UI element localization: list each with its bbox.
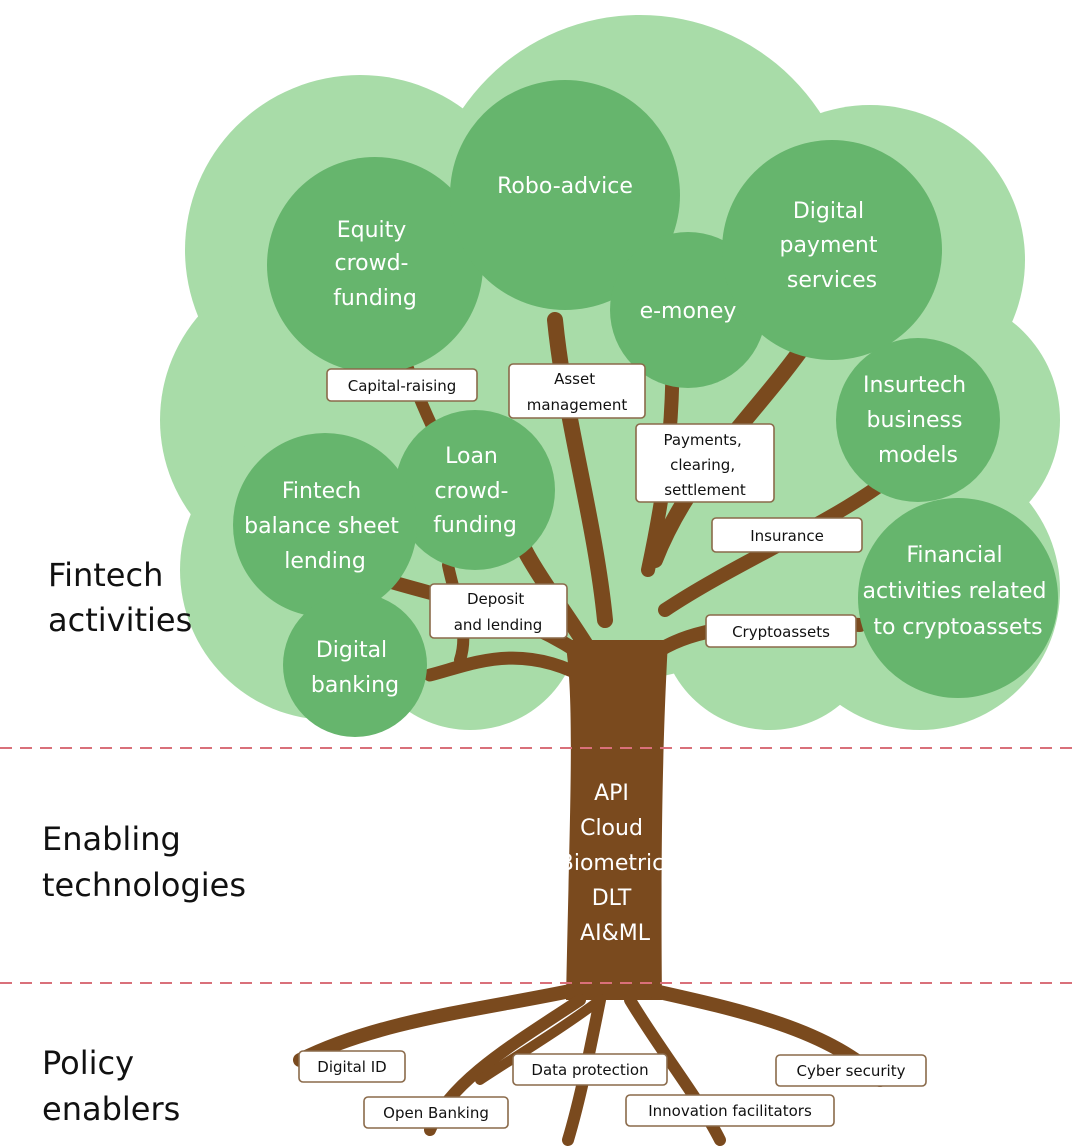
- svg-text:Cyber security: Cyber security: [797, 1062, 906, 1080]
- svg-text:Payments, clearing,: Payments, clearing, settlement: [663, 431, 746, 499]
- section-label-fintech-activities: Fintech activities: [48, 556, 192, 639]
- bubble-insurtech-business-models: Insurtech business models: [863, 373, 973, 468]
- tag-cryptoassets: Cryptoassets: [705, 614, 857, 648]
- bubble-equity-crowdfunding-circle: [267, 157, 483, 373]
- bubble-loan-crowdfunding: Loan crowd- funding: [433, 444, 517, 538]
- bubble-financial-activities-cryptoassets: Financial activities related to cryptoas…: [863, 543, 1054, 640]
- activity-bubbles: [233, 80, 1058, 737]
- tag-capital-raising: Capital-raising: [326, 368, 478, 402]
- bubble-robo-advice-circle: [450, 80, 680, 310]
- svg-text:Data protection: Data protection: [531, 1061, 648, 1079]
- bubble-digital-banking: Digital banking: [311, 638, 399, 698]
- svg-text:Digital ID: Digital ID: [317, 1058, 386, 1076]
- bubble-loan-crowdfunding-circle: [395, 410, 555, 570]
- bubble-financial-cryptoassets-circle: [858, 498, 1058, 698]
- svg-text:Innovation facilitators: Innovation facilitators: [648, 1102, 812, 1120]
- tag-insurance: Insurance: [711, 517, 863, 553]
- bubble-digital-payment-services: Digital payment services: [779, 199, 884, 293]
- tag-payments-clearing-settlement: Payments, clearing, settlement: [635, 423, 775, 503]
- tag-deposit-and-lending: Deposit and lending: [429, 583, 568, 639]
- tag-asset-management: Asset management: [508, 363, 646, 419]
- bubble-insurtech-circle: [836, 338, 1000, 502]
- svg-text:Open Banking: Open Banking: [383, 1104, 489, 1122]
- bubble-equity-crowdfunding: Equity crowd- funding: [333, 218, 417, 311]
- policy-tag-digital-id: Digital ID: [298, 1050, 406, 1083]
- svg-text:Asset management: Asset management: [527, 370, 628, 414]
- bubble-fintech-balance-sheet-lending: Fintech balance sheet lending: [244, 479, 406, 574]
- bubble-e-money: e-money: [640, 299, 737, 324]
- bubble-digital-banking-circle: [283, 593, 427, 737]
- section-label-policy-enablers: Policy enablers: [42, 1044, 180, 1128]
- bubble-fintech-balance-sheet-lending-circle: [233, 433, 417, 617]
- policy-tag-cyber-security: Cyber security: [775, 1054, 927, 1087]
- svg-text:Capital-raising: Capital-raising: [348, 377, 457, 395]
- svg-text:Deposit and lending: Deposit and lending: [454, 590, 543, 634]
- technology-list: API Cloud Biometric DLT AI&ML: [559, 781, 672, 946]
- svg-text:Insurance: Insurance: [750, 527, 824, 545]
- policy-tag-open-banking: Open Banking: [363, 1096, 509, 1129]
- section-label-enabling-technologies: Enabling technologies: [42, 820, 246, 904]
- bubble-digital-payment-services-circle: [722, 140, 942, 360]
- bubble-robo-advice: Robo-advice: [497, 174, 633, 199]
- svg-text:Cryptoassets: Cryptoassets: [732, 623, 830, 641]
- policy-tag-data-protection: Data protection: [512, 1053, 668, 1086]
- policy-tag-innovation-facilitators: Innovation facilitators: [625, 1094, 835, 1127]
- trunk: [565, 640, 668, 1000]
